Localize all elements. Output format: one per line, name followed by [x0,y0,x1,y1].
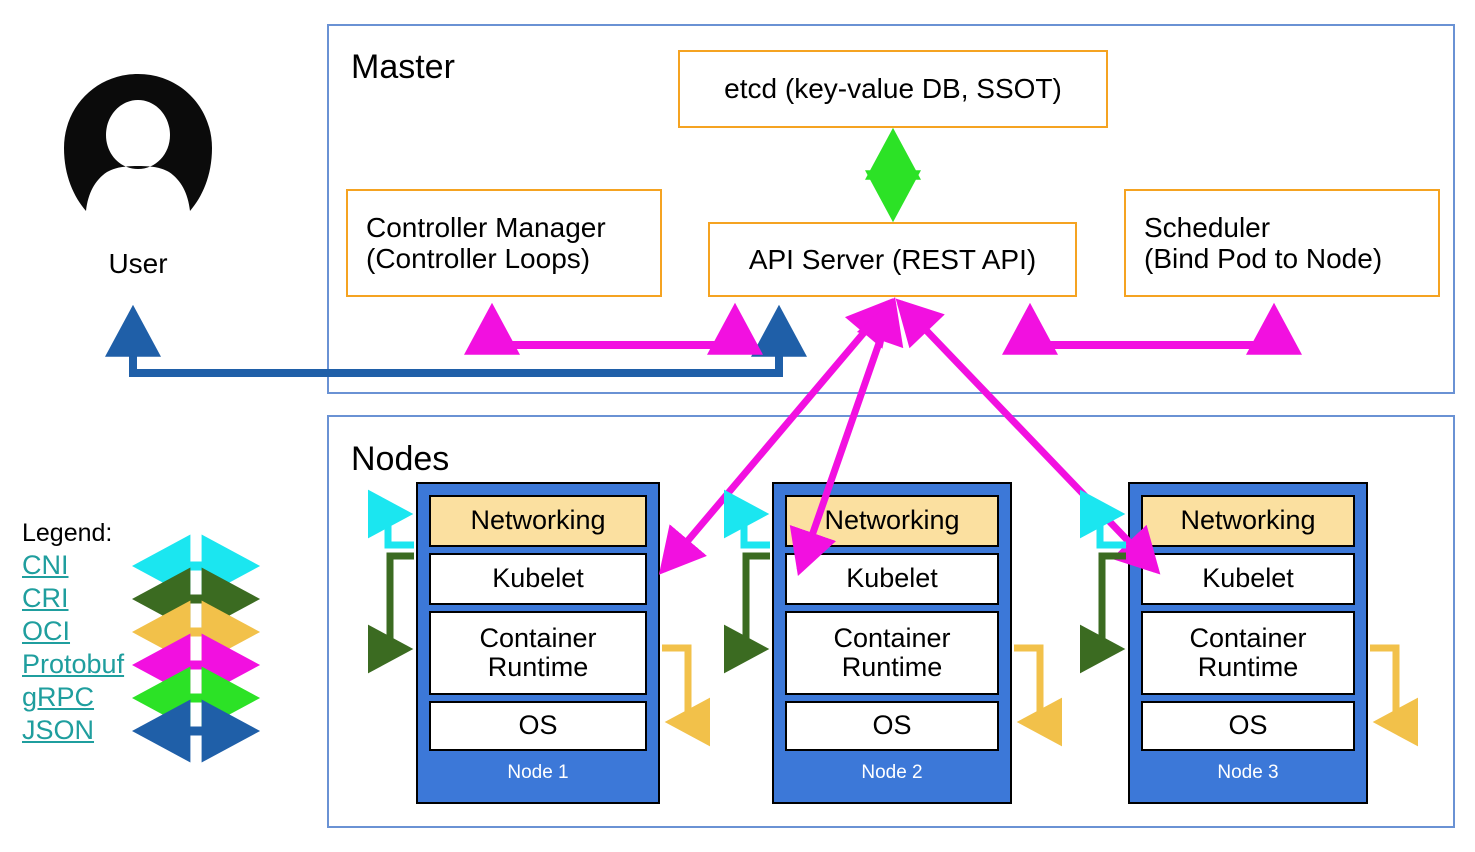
node-2-kubelet-layer[interactable]: Kubelet [785,553,999,605]
node-1-networking-layer[interactable]: Networking [429,495,647,547]
node-3-kubelet-label: Kubelet [1202,563,1294,594]
node-1-container-runtime-layer[interactable]: Container Runtime [429,611,647,695]
node-2-os-label: OS [872,710,912,741]
controller-manager-box[interactable]: Controller Manager (Controller Loops) [346,189,662,297]
scheduler-box[interactable]: Scheduler (Bind Pod to Node) [1124,189,1440,297]
node-1-networking-label: Networking [470,505,606,536]
node-2-networking-label: Networking [824,505,960,536]
node-box-3[interactable]: Networking Kubelet Container Runtime OS … [1128,482,1368,804]
node-2-kubelet-label: Kubelet [846,563,938,594]
node-1-container-runtime-label: Container Runtime [479,622,597,682]
scheduler-label: Scheduler (Bind Pod to Node) [1144,211,1383,274]
node-2-os-layer[interactable]: OS [785,701,999,751]
legend-title: Legend: [22,519,113,547]
etcd-box[interactable]: etcd (key-value DB, SSOT) [678,50,1108,128]
nodes-group-title: Nodes [351,440,450,478]
node-1-kubelet-label: Kubelet [492,563,584,594]
node-3-os-layer[interactable]: OS [1141,701,1355,751]
legend-item-protobuf-label[interactable]: Protobuf [22,649,125,679]
node-3-name: Node 3 [1217,762,1279,783]
legend-item-oci-label[interactable]: OCI [22,616,71,646]
legend-item-json-label[interactable]: JSON [22,715,95,745]
node-box-2[interactable]: Networking Kubelet Container Runtime OS … [772,482,1012,804]
node-box-1[interactable]: Networking Kubelet Container Runtime OS … [416,482,660,804]
legend-item-grpc-label[interactable]: gRPC [22,682,95,712]
node-2-networking-layer[interactable]: Networking [785,495,999,547]
master-group-title: Master [351,48,455,86]
node-3-networking-layer[interactable]: Networking [1141,495,1355,547]
node-2-container-runtime-label: Container Runtime [833,622,951,682]
node-2-container-runtime-layer[interactable]: Container Runtime [785,611,999,695]
node-1-kubelet-layer[interactable]: Kubelet [429,553,647,605]
node-3-os-label: OS [1228,710,1268,741]
api-server-label: API Server (REST API) [748,243,1037,275]
node-3-container-runtime-label: Container Runtime [1189,622,1307,682]
node-3-container-runtime-layer[interactable]: Container Runtime [1141,611,1355,695]
user-avatar-icon [64,74,212,211]
legend-item-cni-label[interactable]: CNI [22,550,69,580]
user-caption: User [108,248,168,279]
node-3-kubelet-layer[interactable]: Kubelet [1141,553,1355,605]
node-1-os-layer[interactable]: OS [429,701,647,751]
node-2-name: Node 2 [861,762,923,783]
node-1-os-label: OS [518,710,558,741]
node-1-name: Node 1 [507,762,569,783]
controller-manager-label: Controller Manager (Controller Loops) [366,211,606,274]
legend-item-cri-label[interactable]: CRI [22,583,69,613]
api-server-box[interactable]: API Server (REST API) [708,222,1077,297]
node-3-networking-label: Networking [1180,505,1316,536]
etcd-label: etcd (key-value DB, SSOT) [724,73,1062,105]
